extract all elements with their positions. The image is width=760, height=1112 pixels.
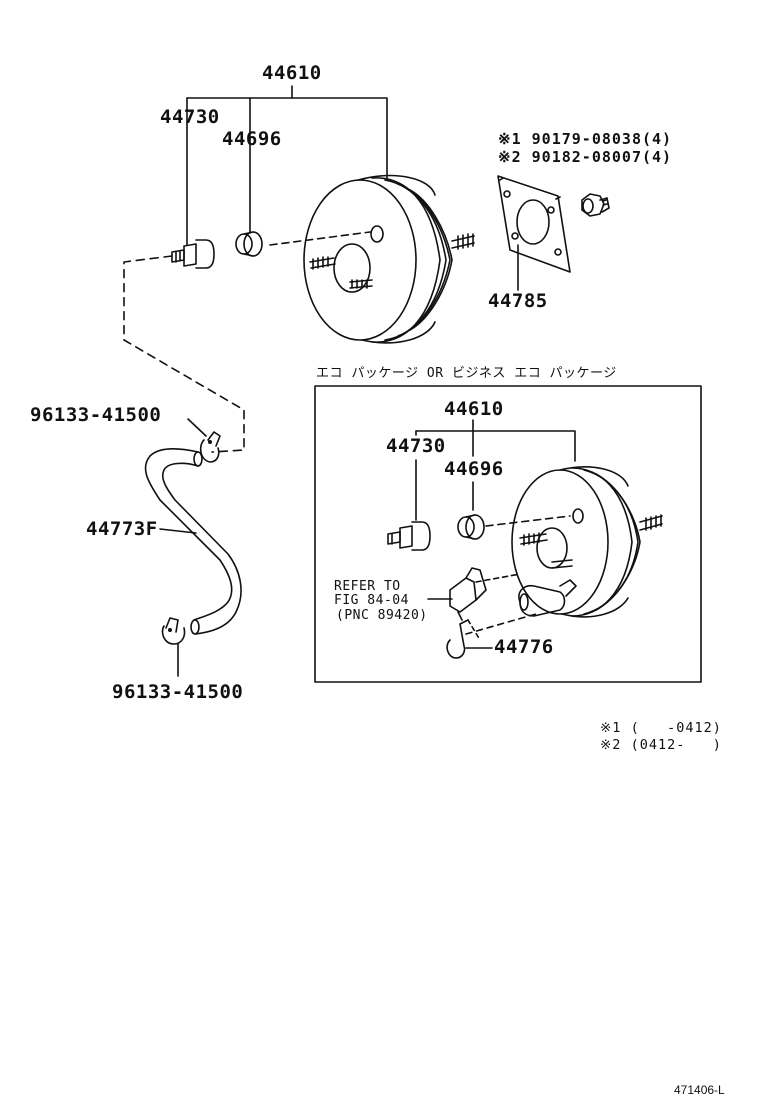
inset-frame: [314, 385, 702, 683]
nut-main: [581, 193, 610, 217]
leader-lines-inset: [415, 419, 576, 649]
nut-note-2: ※2 90182-08007(4): [498, 148, 673, 166]
figure-code: 471406-L: [674, 1083, 725, 1097]
leader-lines-main: [186, 85, 519, 291]
hose-route-dashed: [123, 255, 245, 453]
nut-note-1: ※1 90179-08038(4): [498, 130, 673, 148]
check-valve-inset: [387, 521, 431, 551]
part-number-44696-main: 44696: [222, 128, 282, 150]
part-number-44730-inset: 44730: [386, 435, 446, 457]
refer-note-line-1: REFER TO: [334, 579, 401, 594]
grommet-inset: [457, 514, 485, 540]
gasket-main: [497, 175, 571, 273]
part-number-44776: 44776: [494, 636, 554, 658]
legend-note-2: ※2 (0412- ): [600, 737, 722, 753]
brake-booster-main: [269, 174, 475, 344]
part-number-44610-inset: 44610: [444, 398, 504, 420]
sensor-connector-inset: [449, 567, 521, 621]
legend-note-1: ※1 ( -0412): [600, 720, 722, 736]
part-number-44696-inset: 44696: [444, 458, 504, 480]
part-number-clip-top: 96133-41500: [30, 404, 162, 426]
grommet-main: [235, 231, 263, 257]
inset-title: エコ パッケージ OR ビジネス エコ パッケージ: [316, 366, 617, 381]
check-valve-main: [171, 239, 215, 269]
hose-clip-top: [187, 418, 221, 463]
vacuum-hose-main: [144, 447, 242, 635]
part-number-44610-main: 44610: [262, 62, 322, 84]
part-number-clip-bottom: 96133-41500: [112, 681, 244, 703]
brake-booster-inset: [485, 466, 663, 618]
hose-clip-bottom: [161, 617, 186, 677]
part-number-44773f: 44773F: [86, 518, 158, 540]
refer-note-line-2: FIG 84-04: [334, 593, 409, 608]
refer-note-line-3: (PNC 89420): [336, 608, 428, 623]
part-number-44785: 44785: [488, 290, 548, 312]
part-number-44730-main: 44730: [160, 106, 220, 128]
bracket-inset: [446, 613, 537, 659]
